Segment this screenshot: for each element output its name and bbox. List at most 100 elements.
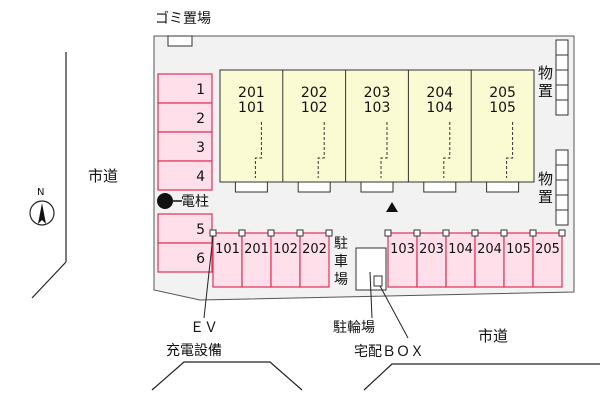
bottom-parking-number: 202: [302, 242, 327, 257]
storage-cell: [555, 194, 569, 211]
left-parking-space: [157, 131, 213, 162]
bottom-left-parking-row: 101 201 102 202: [209, 229, 333, 288]
parking-bollard: [384, 229, 392, 237]
parking-bollard: [413, 229, 421, 237]
storage-bottom-rack: [555, 149, 569, 226]
ev-leader: [203, 235, 214, 319]
left-parking-number: 1: [196, 82, 205, 98]
bottom-parking-number: 104: [448, 242, 473, 257]
road-bottom-label: 市道: [478, 327, 508, 345]
utility-pole-icon: [157, 193, 173, 209]
interior-partition: [506, 122, 514, 178]
road-left-label: 市道: [88, 167, 118, 185]
parking-bollard: [325, 229, 333, 237]
unit-label-lower: 102: [301, 100, 328, 116]
bottom-parking-space: [474, 232, 505, 288]
bottom-parking-number: 204: [477, 242, 502, 257]
storage-bottom-label-2: 置: [538, 188, 553, 206]
storage-cell: [555, 99, 569, 116]
parking-label-1: 駐: [334, 236, 348, 252]
delivery-box-label: 宅配ＢＯＸ: [354, 344, 424, 360]
bicycle-label: 駐輪場: [333, 319, 375, 336]
parking-bollard: [529, 229, 537, 237]
parking-bollard: [442, 229, 450, 237]
left-parking-number: 3: [196, 140, 205, 156]
garbage-label: ゴミ置場: [155, 10, 211, 27]
interior-partition: [254, 122, 262, 178]
bottom-parking-space: [532, 232, 563, 288]
storage-cell: [555, 209, 569, 226]
left-parking-space: [157, 242, 213, 273]
storage-top-rack: [555, 39, 569, 116]
north-compass-icon: N: [29, 187, 55, 226]
unit-label-upper: 201: [238, 85, 265, 101]
ev-label-line1: ＥＶ: [190, 320, 218, 336]
bottom-parking-number: 103: [390, 242, 415, 257]
parking-bollard: [471, 229, 479, 237]
road-line-bottom-left: [151, 361, 303, 391]
unit-label-lower: 103: [364, 100, 391, 116]
utility-pole-label: 電柱: [181, 194, 209, 210]
parking-bollard: [209, 229, 217, 237]
left-parking-number: 5: [196, 222, 205, 238]
balconies: [234, 181, 520, 193]
parking-bollard: [558, 229, 566, 237]
storage-cell: [555, 69, 569, 86]
storage-top-label-1: 物: [538, 64, 553, 82]
unit-label-upper: 202: [301, 85, 328, 101]
bottom-parking-space: [299, 232, 330, 288]
left-parking-space: [157, 102, 213, 133]
interior-partition: [317, 122, 325, 178]
parking-label-2: 車: [334, 253, 348, 270]
left-parking-number: 2: [196, 111, 205, 127]
unit-label-upper: 204: [426, 85, 453, 101]
storage-cell: [555, 54, 569, 71]
bottom-parking-number: 101: [215, 242, 240, 257]
unit-label-lower: 101: [238, 100, 265, 116]
north-label: N: [37, 187, 44, 198]
bottom-parking-space: [503, 232, 534, 288]
storage-cell: [555, 164, 569, 181]
delivery-box: [373, 275, 383, 287]
garbage-station: [167, 35, 193, 47]
unit-label-upper: 203: [364, 85, 391, 101]
storage-cell: [555, 179, 569, 196]
left-parking-number: 6: [196, 251, 205, 267]
bottom-parking-number: 102: [273, 242, 298, 257]
balcony: [360, 181, 394, 193]
bottom-parking-space: [387, 232, 418, 288]
parking-label-3: 場: [334, 272, 348, 288]
parking-bollard: [296, 229, 304, 237]
left-parking-number: 4: [196, 169, 205, 185]
unit-label-lower: 105: [489, 100, 516, 116]
storage-cell: [555, 84, 569, 101]
storage-bottom-label-1: 物: [538, 170, 553, 188]
parking-bollard: [267, 229, 275, 237]
balcony: [234, 181, 268, 193]
bottom-parking-number: 203: [419, 242, 444, 257]
building: [219, 69, 535, 183]
bottom-parking-space: [445, 232, 476, 288]
left-parking-area: 1 2 3 4 5 6: [157, 73, 213, 273]
left-parking-space: [157, 73, 213, 104]
interior-partition: [443, 122, 451, 178]
storage-cell: [555, 39, 569, 56]
interior-partition: [380, 122, 388, 178]
entrance-arrow-icon: [386, 202, 398, 212]
bottom-parking-space: [241, 232, 272, 288]
unit-label-upper: 205: [489, 85, 516, 101]
bottom-parking-number: 205: [535, 242, 560, 257]
balcony: [486, 181, 520, 193]
storage-cell: [555, 149, 569, 166]
left-parking-space: [157, 213, 213, 244]
bicycle-leader: [369, 271, 373, 319]
delivery-box-leader: [379, 285, 409, 339]
bottom-parking-number: 201: [244, 242, 269, 257]
parking-bollard: [500, 229, 508, 237]
bottom-parking-space: [270, 232, 301, 288]
road-line-bottom-right: [363, 363, 600, 391]
unit-label-lower: 104: [426, 100, 453, 116]
